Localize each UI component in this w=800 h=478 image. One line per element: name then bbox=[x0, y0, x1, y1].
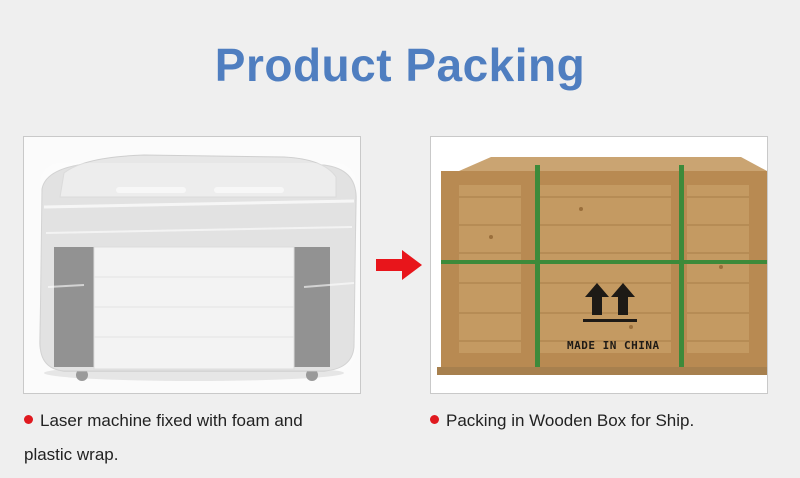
right-caption: Packing in Wooden Box for Ship. bbox=[430, 404, 770, 438]
bullet-icon bbox=[24, 415, 33, 424]
bullet-icon bbox=[430, 415, 439, 424]
page-title: Product Packing bbox=[214, 39, 586, 91]
box-stencil-text: MADE IN CHINA bbox=[567, 339, 660, 352]
left-caption: Laser machine fixed with foam and plasti… bbox=[24, 404, 354, 472]
arrow-right-icon bbox=[376, 250, 422, 280]
this-way-up-icon bbox=[583, 283, 637, 322]
wrapped-machine-photo bbox=[23, 136, 361, 394]
left-caption-text: Laser machine fixed with foam and plasti… bbox=[24, 411, 303, 464]
wooden-box-photo: MADE IN CHINA bbox=[430, 136, 768, 394]
right-caption-text: Packing in Wooden Box for Ship. bbox=[446, 411, 695, 430]
